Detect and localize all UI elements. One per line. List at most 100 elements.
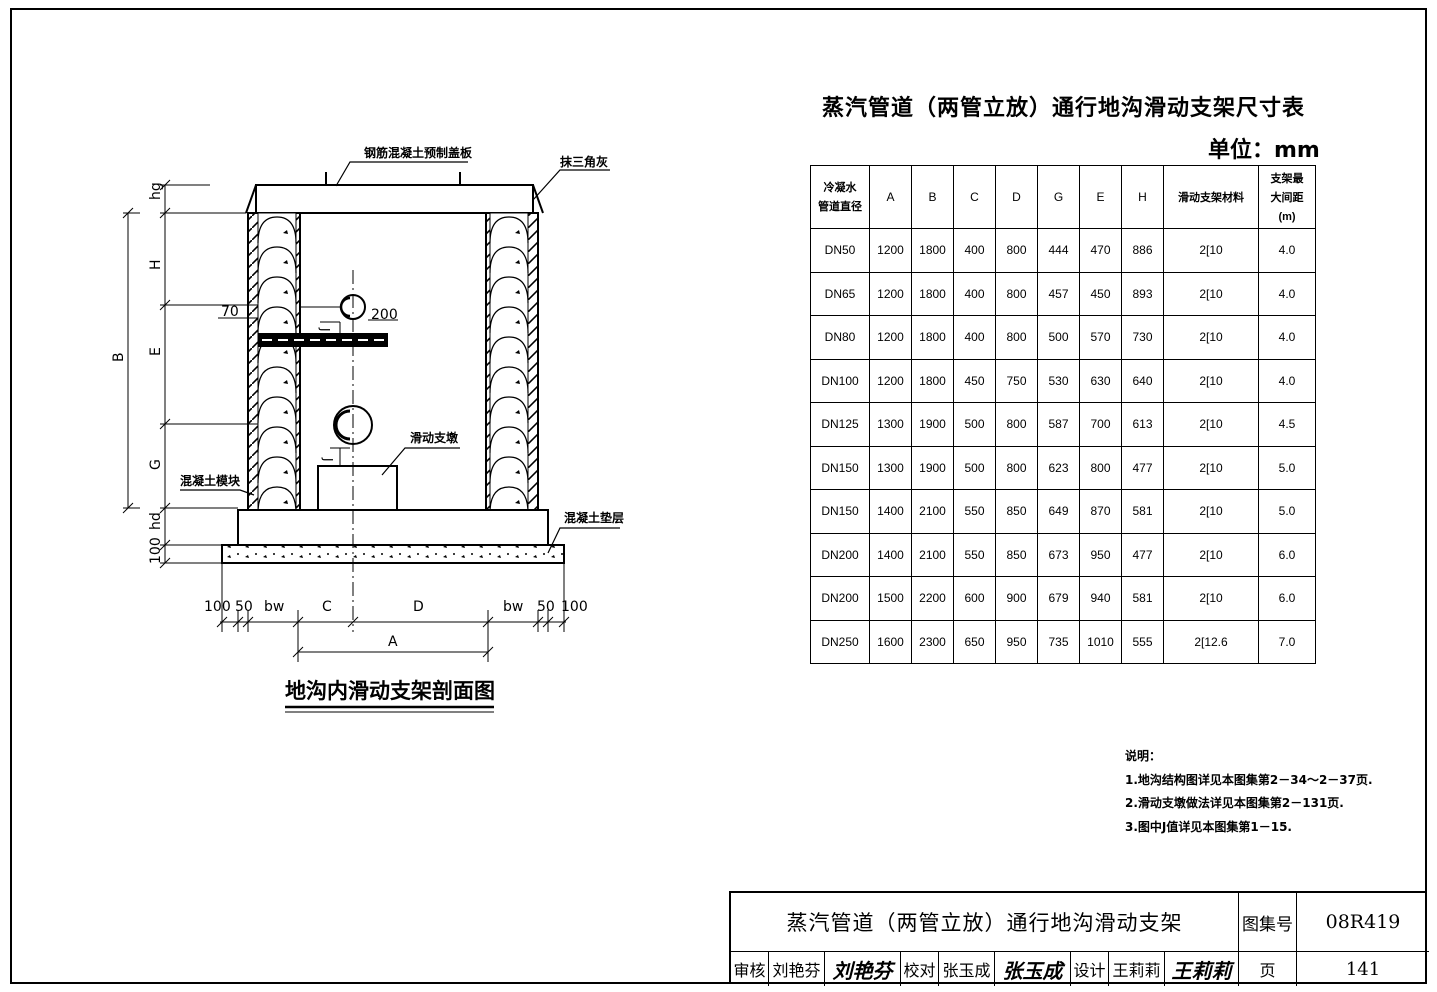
- cover-plate: [255, 184, 534, 214]
- block-arc: [257, 246, 297, 274]
- block-arc: [489, 486, 529, 514]
- table-cell: 613: [1121, 402, 1164, 447]
- table-cell: 2100: [911, 489, 954, 534]
- table-cell: 650: [953, 619, 996, 664]
- table-cell: 1800: [911, 358, 954, 403]
- table-cell: 1900: [911, 402, 954, 447]
- table-cell: DN50: [810, 228, 870, 273]
- block-arc: [489, 396, 529, 424]
- table-cell: 581: [1121, 576, 1164, 621]
- table-cell: 2[10: [1163, 489, 1259, 534]
- table-cell: 4.0: [1258, 228, 1316, 273]
- check-name: 张玉成: [939, 952, 995, 986]
- dim-g: G: [148, 459, 164, 470]
- col-h: H: [1121, 165, 1164, 229]
- dim-70: 70: [221, 304, 239, 320]
- table-cell: 5.0: [1258, 489, 1316, 534]
- dim-hg: hg: [148, 182, 164, 200]
- dim-50-left: 50: [235, 599, 253, 615]
- block-aggregate: [283, 500, 288, 504]
- table-header-row: 冷凝水 管道直径 A B C D G E H 滑动支架材料 支架最 大间距 (m…: [810, 165, 1316, 229]
- table-cell: 850: [995, 532, 1038, 577]
- table-cell: 2[10: [1163, 271, 1259, 316]
- block-aggregate: [283, 230, 288, 234]
- block-aggregate: [515, 350, 520, 354]
- block-arc: [257, 396, 297, 424]
- table-cell: 4.5: [1258, 402, 1316, 447]
- table-cell: 4.0: [1258, 271, 1316, 316]
- sliding-bracket: [258, 333, 388, 347]
- block-aggregate: [515, 470, 520, 474]
- block-arc: [257, 306, 297, 334]
- table-cell: 2300: [911, 619, 954, 664]
- table-unit: 单位：mm: [1208, 138, 1320, 163]
- col-pipe-diameter: 冷凝水 管道直径: [810, 165, 870, 229]
- col-e: E: [1079, 165, 1122, 229]
- table-cell: 477: [1121, 532, 1164, 577]
- title-block: 蒸汽管道（两管立放）通行地沟滑动支架 图集号 08R419 审核 刘艳芬 刘艳芬…: [729, 891, 1429, 986]
- table-cell: 800: [995, 228, 1038, 273]
- block-aggregate: [283, 260, 288, 264]
- table-cell: 500: [953, 445, 996, 490]
- dim-100-v: 100: [148, 537, 164, 564]
- page-label: 页: [1239, 952, 1297, 986]
- block-arc: [489, 276, 529, 304]
- review-name: 刘艳芬: [769, 952, 825, 986]
- concrete-cushion-layer: [221, 544, 565, 564]
- drawing-caption: 地沟内滑动支架剖面图: [285, 679, 495, 703]
- label-concrete-cushion: 混凝土垫层: [564, 510, 624, 525]
- dim-200: 200: [371, 307, 398, 323]
- design-name: 王莉莉: [1109, 952, 1165, 986]
- label-concrete-block: 混凝土模块: [180, 473, 241, 488]
- block-arc: [257, 456, 297, 484]
- block-aggregate: [283, 440, 288, 444]
- note-1: 1.地沟结构图详见本图集第2－34～2－37页.: [1125, 772, 1373, 787]
- table-cell: 2[10: [1163, 576, 1259, 621]
- table-cell: 900: [995, 576, 1038, 621]
- dim-bw-left: bw: [264, 599, 284, 615]
- block-aggregate: [283, 290, 288, 294]
- base-footing: [237, 509, 549, 546]
- table-cell: 2[10: [1163, 532, 1259, 577]
- table-cell: 640: [1121, 358, 1164, 403]
- table-cell: DN150: [810, 489, 870, 534]
- table-cell: 735: [1037, 619, 1080, 664]
- dim-100-right: 100: [561, 599, 588, 615]
- table-cell: DN100: [810, 358, 870, 403]
- table-cell: 1200: [869, 358, 912, 403]
- block-arc: [489, 456, 529, 484]
- table-cell: DN150: [810, 445, 870, 490]
- table-cell: 2[10: [1163, 228, 1259, 273]
- dim-h: H: [148, 259, 164, 270]
- header-0: 冷凝水 管道直径: [818, 182, 862, 213]
- block-arc: [257, 426, 297, 454]
- block-aggregate: [283, 380, 288, 384]
- label-cover-plate: 钢筋混凝土预制盖板: [364, 145, 473, 160]
- table-cell: 400: [953, 315, 996, 360]
- design-signature: 王莉莉: [1165, 952, 1239, 986]
- table-cell: 1600: [869, 619, 912, 664]
- table-cell: DN80: [810, 315, 870, 360]
- table-cell: 587: [1037, 402, 1080, 447]
- table-cell: 800: [995, 445, 1038, 490]
- table-cell: 1800: [911, 271, 954, 316]
- check-label: 校对: [901, 952, 939, 986]
- table-cell: 2[10: [1163, 358, 1259, 403]
- block-arc: [257, 216, 297, 244]
- table-cell: 800: [995, 271, 1038, 316]
- block-arc: [489, 216, 529, 244]
- table-cell: 2200: [911, 576, 954, 621]
- block-aggregate: [515, 410, 520, 414]
- table-cell: 570: [1079, 315, 1122, 360]
- table-cell: 850: [995, 489, 1038, 534]
- table-cell: 1400: [869, 532, 912, 577]
- table-cell: 470: [1079, 228, 1122, 273]
- dimension-table: 冷凝水 管道直径 A B C D G E H 滑动支架材料 支架最 大间距 (m…: [810, 165, 1316, 664]
- table-cell: 673: [1037, 532, 1080, 577]
